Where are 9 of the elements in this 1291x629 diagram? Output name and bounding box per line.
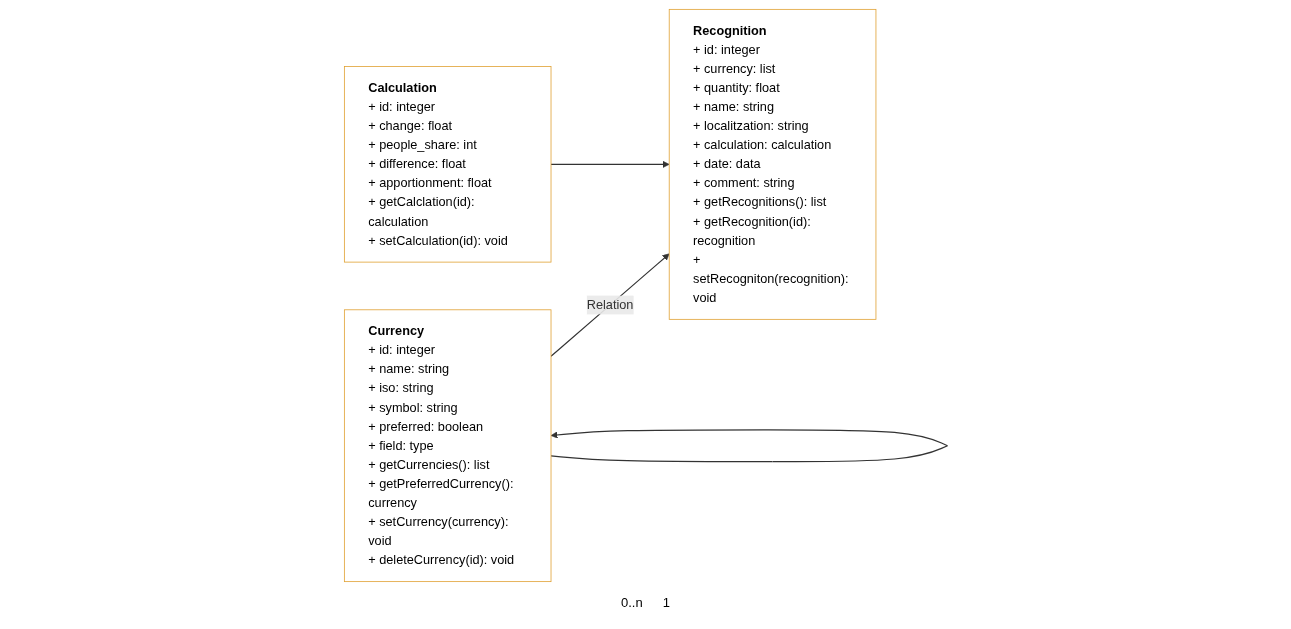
arrow bbox=[549, 160, 670, 168]
arrow bbox=[549, 253, 670, 357]
multiplicity-label: 1 bbox=[662, 595, 670, 610]
node-box: Calculation + id: integer + change: float + people_share: int + difference: float + apportionment: float + getCalclation(id): calculation + setCalculation(id): void bbox=[343, 65, 551, 262]
edge-label: Relation bbox=[586, 297, 633, 311]
arrow bbox=[549, 428, 948, 462]
node-box: Recognition + id: integer + currency: list + quantity: float + name: string + localitzation: string + calculation: calculation + date: data + comment: string + getRecognitions(): list + getRecognition(id): recognition + setRecogniton(recognition): void bbox=[668, 8, 876, 320]
multiplicity-label: 0..n bbox=[621, 595, 643, 610]
node-box: Currency + id: integer + name: string + iso: string + symbol: string + preferred: boolean + field: type + getCurrencies(): list + getPreferredCurrency(): currency + setCurrency(currency): void + deleteCurrency(id): void bbox=[343, 308, 551, 582]
